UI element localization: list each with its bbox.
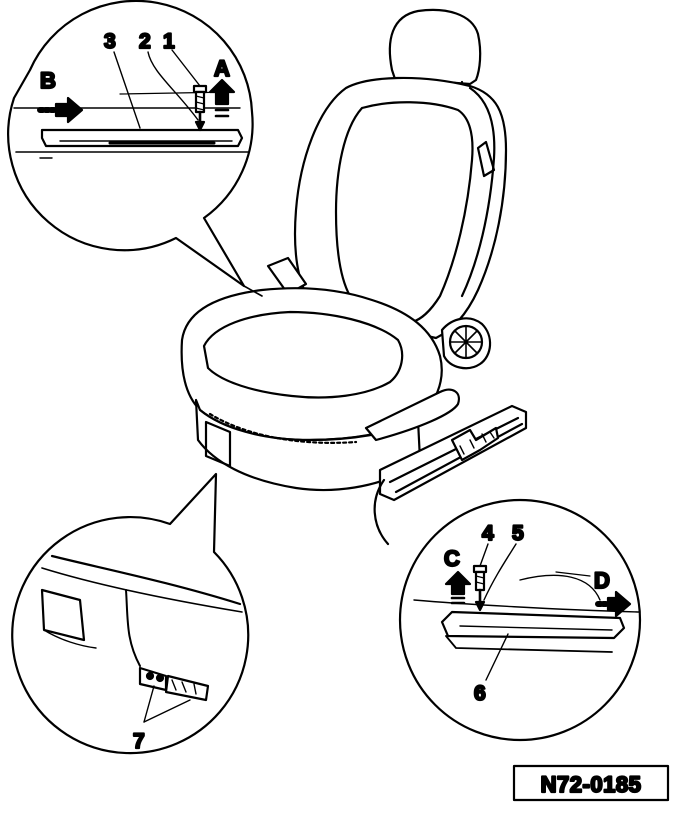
- reference-box: N72-0185: [512, 764, 670, 802]
- headrest: [388, 8, 482, 86]
- seat-cushion-panel: [202, 310, 404, 399]
- label-5: 5: [512, 522, 524, 545]
- seat-base-seam: [208, 412, 358, 444]
- label-4: 4: [482, 522, 494, 545]
- leader-7b: [143, 699, 191, 723]
- arrow-a: [208, 78, 236, 118]
- inset-br-rail: [440, 610, 626, 640]
- leader-top-inset: [243, 285, 263, 297]
- backrest-panel: [334, 101, 474, 324]
- connector-7: [138, 666, 210, 702]
- recline-knob: [440, 317, 492, 370]
- leader-3: [113, 51, 141, 129]
- label-c: C: [444, 546, 460, 571]
- label-a: A: [214, 56, 230, 81]
- leader-4: [479, 543, 489, 567]
- backrest-latch: [476, 140, 496, 178]
- leader-1: [171, 49, 201, 87]
- backrest: [293, 76, 508, 340]
- label-2: 2: [139, 30, 151, 53]
- arrow-d: [595, 590, 632, 618]
- label-d: D: [594, 568, 610, 593]
- leader-2: [147, 51, 199, 121]
- label-3: 3: [104, 30, 116, 53]
- leader-6: [485, 633, 509, 681]
- inset-bl-cushion-edge: [50, 554, 242, 606]
- seat-illustration: [180, 8, 528, 546]
- seat-base-panel: [204, 420, 232, 468]
- inset-bl-cable: [125, 589, 141, 667]
- belt-buckle: [266, 256, 308, 296]
- leader-rail: [373, 478, 390, 546]
- inset-bl-panel: [40, 588, 86, 642]
- height-lever: [364, 388, 460, 442]
- leader-7a: [143, 685, 155, 723]
- reference-number: N72-0185: [541, 772, 642, 797]
- inset-bottom-left: 7: [11, 472, 250, 755]
- bolt-1: [192, 84, 208, 114]
- arrow-c: [444, 570, 472, 605]
- label-6: 6: [474, 682, 486, 705]
- label-1: 1: [163, 30, 175, 53]
- leader-5: [483, 543, 517, 601]
- label-b: B: [40, 68, 56, 93]
- inset-bottom-right: 4 5 6 C D: [398, 498, 642, 742]
- inset-top: 3 2 1 A B: [7, 0, 254, 288]
- bolt-4: [472, 564, 488, 592]
- label-7: 7: [133, 730, 145, 753]
- seat-rail: [378, 404, 528, 502]
- arrow-b: [37, 96, 84, 124]
